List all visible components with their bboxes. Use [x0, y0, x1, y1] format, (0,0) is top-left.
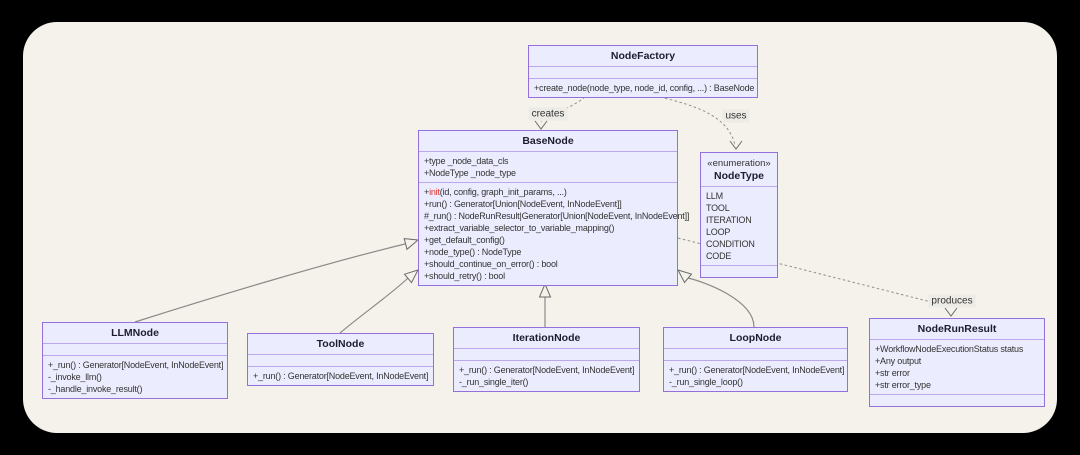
class-section: +init(id, config, graph_init_params, ...… [419, 182, 690, 285]
member-row: +str error [875, 368, 910, 378]
class-section: +create_node(node_type, node_id, config,… [529, 78, 757, 97]
member-row: #_run() : NodeRunResult|Generator[Union[… [424, 211, 690, 221]
class-section: +_run() : Generator[NodeEvent, InNodeEve… [664, 360, 847, 391]
class-section [529, 66, 757, 78]
class-section: +WorkflowNodeExecutionStatus status +Any … [870, 339, 1044, 394]
class-basenode: BaseNode +type _node_data_cls +NodeType _… [418, 130, 690, 286]
member-row: +str error_type [875, 380, 931, 390]
class-section [664, 348, 847, 360]
member-row: +extract_variable_selector_to_variable_m… [424, 223, 615, 233]
class-section [870, 394, 1044, 406]
stereotype-label: «enumeration» [707, 158, 771, 169]
member-row: +init(id, config, graph_init_params, ...… [424, 187, 567, 197]
class-section [43, 343, 227, 355]
member-row: LLM [706, 191, 723, 201]
member-row: LOOP [706, 227, 731, 237]
member-row: +NodeType _node_type [424, 168, 516, 178]
class-title: IterationNode [512, 332, 581, 344]
edge-label-creates: creates [528, 107, 568, 121]
class-noderunresult: NodeRunResult +WorkflowNodeExecutionStat… [869, 318, 1045, 407]
member-row: +_run() : Generator[NodeEvent, InNodeEve… [48, 360, 224, 370]
edge-label-uses: uses [722, 109, 750, 123]
class-title: ToolNode [316, 338, 365, 350]
member-row: +run() : Generator[Union[NodeEvent, InNo… [424, 199, 622, 209]
class-name: NodeType [714, 170, 764, 182]
class-section [701, 265, 777, 277]
member-row: -_invoke_llm() [48, 372, 102, 382]
member-row: +type _node_data_cls [424, 156, 509, 166]
member-row: +node_type() : NodeType [424, 247, 522, 257]
edge-llmnode-inherits [134, 243, 406, 323]
member-row: -_handle_invoke_result() [48, 384, 143, 394]
member-row: +_run() : Generator[NodeEvent, InNodeEve… [459, 365, 635, 375]
class-title: LoopNode [729, 332, 782, 344]
arrowhead-creates [534, 120, 548, 130]
member-row: +get_default_config() [424, 235, 505, 245]
member-row: +WorkflowNodeExecutionStatus status [875, 344, 1024, 354]
arrowhead-produces [944, 307, 958, 317]
edge-label-produces: produces [928, 294, 976, 308]
member-row: +_run() : Generator[NodeEvent, InNodeEve… [669, 365, 845, 375]
triangle-llmnode [403, 238, 420, 251]
member-row: CODE [706, 251, 732, 261]
member-row: +create_node(node_type, node_id, config,… [534, 83, 755, 93]
class-section: +_run() : Generator[NodeEvent, InNodeEve… [43, 355, 227, 398]
class-section: +_run() : Generator[NodeEvent, InNodeEve… [454, 360, 639, 391]
class-llmnode: LLMNode +_run() : Generator[NodeEvent, I… [42, 322, 228, 399]
edge-loopnode-inherits [687, 277, 755, 328]
class-title: NodeFactory [610, 50, 676, 62]
member-row: TOOL [706, 203, 730, 213]
class-section [248, 354, 433, 366]
triangle-toolnode [403, 269, 419, 284]
class-title: BaseNode [522, 135, 574, 147]
member-row: +should_retry() : bool [424, 271, 505, 281]
member-row: CONDITION [706, 239, 755, 249]
edge-toolnode-inherits [339, 277, 409, 334]
triangle-iterationnode [538, 282, 552, 298]
triangle-loopnode [677, 269, 693, 284]
member-row: +_run() : Generator[NodeEvent, InNodeEve… [253, 371, 429, 381]
class-toolnode: ToolNode +_run() : Generator[NodeEvent, … [247, 333, 434, 386]
class-loopnode: LoopNode +_run() : Generator[NodeEvent, … [663, 327, 848, 392]
edge-uses [659, 96, 736, 146]
member-row: ITERATION [706, 215, 752, 225]
member-row: +Any output [875, 356, 922, 366]
class-section: +_run() : Generator[NodeEvent, InNodeEve… [248, 366, 433, 385]
class-section: LLM TOOL ITERATION LOOP CONDITION CODE [701, 186, 777, 265]
class-iterationnode: IterationNode +_run() : Generator[NodeEv… [453, 327, 640, 392]
member-row: -_run_single_loop() [669, 377, 743, 387]
member-row: -_run_single_iter() [459, 377, 529, 387]
class-section [454, 348, 639, 360]
member-row: +should_continue_on_error() : bool [424, 259, 558, 269]
class-section: +type _node_data_cls +NodeType _node_type [419, 151, 677, 182]
class-title: NodeRunResult [917, 323, 997, 335]
arrowhead-uses [729, 140, 743, 150]
class-title: «enumeration» NodeType [701, 153, 777, 186]
class-title: LLMNode [111, 327, 159, 339]
class-nodefactory: NodeFactory +create_node(node_type, node… [528, 45, 758, 98]
